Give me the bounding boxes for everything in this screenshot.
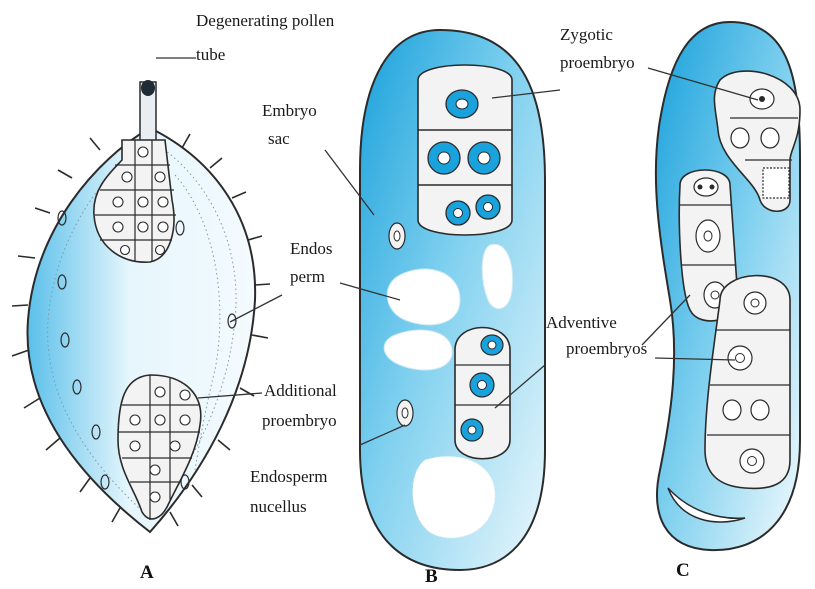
panel-c-ovule [656,22,800,550]
label-additional-proembryo-line2: proembryo [262,410,337,432]
label-embryo-sac-line2: sac [268,128,290,150]
label-zygotic-proembryo-line2: proembryo [560,52,635,74]
label-degenerating-pollen-tube-line1: Degenerating pollen [196,10,334,32]
label-zygotic-proembryo-line1: Zygotic [560,24,613,46]
label-endosperm-line2: perm [290,266,325,288]
adventive-proembryo-b [455,328,510,459]
label-endosperm-nucellus-line1: Endosperm [250,466,327,488]
zygotic-proembryo-b [418,65,512,235]
panel-b-ovule [360,30,545,570]
label-adventive-proembryos-line1: Adventive [546,312,617,334]
label-embryo-sac-line1: Embryo [262,100,317,122]
panel-a-ovule [12,80,270,532]
pollen-tube-tip [141,80,155,96]
label-adventive-proembryos-line2: proembryos [566,338,647,360]
label-endosperm-line1: Endos [290,238,333,260]
panel-label-b: B [425,566,438,588]
upper-proembryo-a [94,140,176,262]
panel-label-a: A [140,562,154,584]
label-endosperm-nucellus-line2: nucellus [250,496,307,518]
label-additional-proembryo-line1: Additional [264,380,337,402]
label-degenerating-pollen-tube-line2: tube [196,44,225,66]
panel-label-c: C [676,560,690,582]
